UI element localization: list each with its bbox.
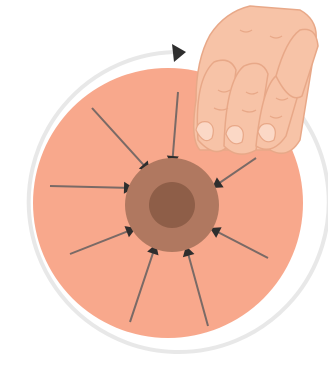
hand-icon: [194, 6, 318, 154]
nipple: [149, 182, 195, 228]
